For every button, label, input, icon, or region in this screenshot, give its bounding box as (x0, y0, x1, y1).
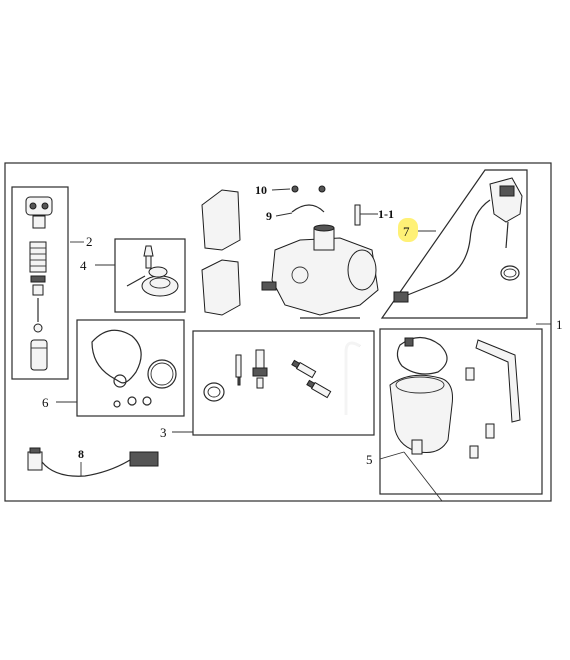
label-8: 8 (78, 447, 84, 461)
leader-9 (275, 212, 293, 217)
part-group-7 (393, 177, 523, 303)
part-group-8 (27, 447, 159, 477)
part-group-3 (203, 341, 361, 415)
label-3: 3 (160, 425, 167, 440)
label-4: 4 (80, 258, 87, 273)
part-group-2 (25, 196, 53, 371)
box-2 (11, 186, 69, 380)
label-7: 7 (403, 224, 410, 239)
carburetor-body (201, 185, 379, 319)
label-1-1: 1-1 (378, 207, 394, 221)
leader-5-corner (403, 451, 443, 502)
leader-10 (271, 188, 291, 191)
label-2: 2 (86, 234, 93, 249)
part-group-4 (126, 245, 179, 297)
part-group-5 (389, 336, 521, 459)
box-4 (114, 238, 186, 313)
part-group-6 (91, 329, 177, 408)
box-3 (192, 330, 375, 436)
label-1: 1 (556, 317, 563, 332)
box-7 (380, 169, 528, 319)
leader-5 (379, 451, 405, 460)
label-5: 5 (366, 452, 373, 467)
highlight-7 (398, 218, 418, 242)
label-6: 6 (42, 395, 49, 410)
main-frame (4, 162, 552, 502)
label-9: 9 (266, 209, 272, 223)
box-6 (76, 319, 185, 417)
box-5 (379, 328, 543, 495)
label-10: 10 (255, 183, 267, 197)
